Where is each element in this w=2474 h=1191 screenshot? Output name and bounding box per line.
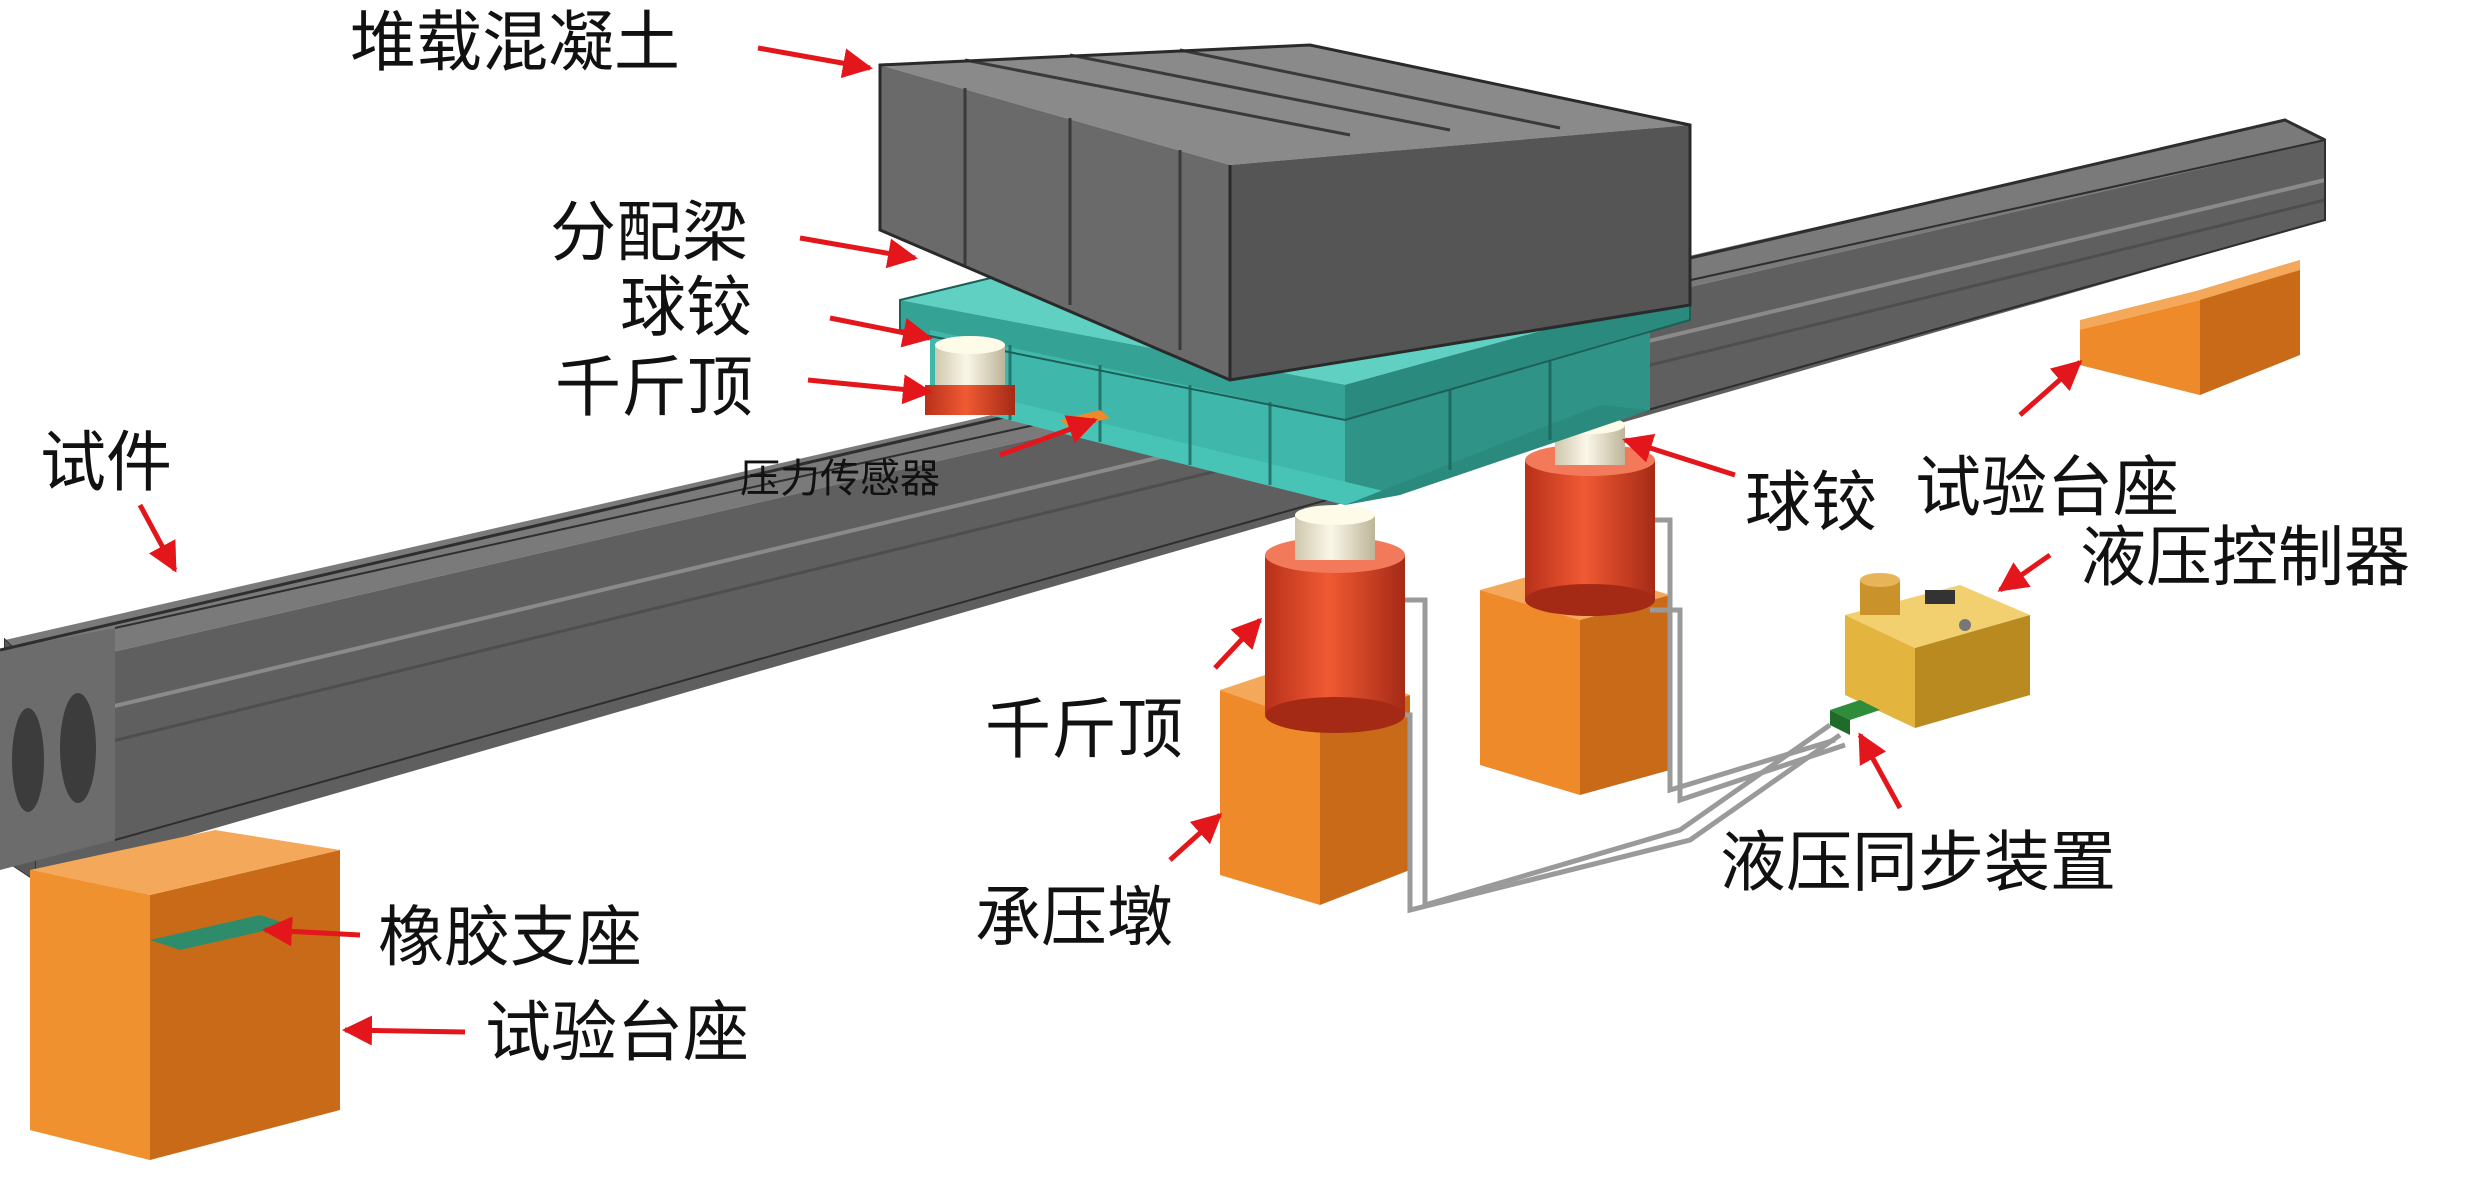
- label-concrete-load: 堆载混凝土: [350, 4, 680, 81]
- label-hydraulic-sync: 液压同步装置: [1720, 824, 2116, 901]
- label-rubber-bearing: 橡胶支座: [378, 899, 642, 976]
- label-hydraulic-controller: 液压控制器: [2080, 519, 2410, 596]
- label-arrows: [137, 45, 2083, 1046]
- label-test-pedestal-right: 试验台座: [1915, 449, 2179, 526]
- controller-knob: [1959, 619, 1971, 631]
- ball-hinge-front: [1295, 505, 1375, 560]
- label-jack-top: 千斤顶: [555, 349, 753, 426]
- label-jack-bottom: 千斤顶: [985, 691, 1183, 768]
- label-distribution-beam: 分配梁: [550, 194, 748, 271]
- concrete-load-stack: [878, 43, 1692, 382]
- label-specimen: 试件: [40, 424, 172, 501]
- jack-top-left: [925, 336, 1015, 415]
- label-bearing-pier: 承压墩: [975, 879, 1173, 956]
- hydraulic-controller: [1845, 573, 2030, 728]
- right-test-pedestal: [2080, 260, 2300, 395]
- jack-front: [1265, 537, 1405, 733]
- label-ball-hinge-top: 球铰: [620, 269, 752, 346]
- label-ball-hinge-right: 球铰: [1745, 464, 1877, 541]
- hydraulic-sync-device: [1830, 700, 1880, 735]
- label-test-pedestal-left: 试验台座: [485, 994, 749, 1071]
- rubber-bearing: [150, 915, 290, 950]
- left-test-pedestal: [30, 830, 340, 1160]
- label-pressure-sensor: 压力传感器: [740, 456, 940, 502]
- jack-back: [1525, 444, 1655, 616]
